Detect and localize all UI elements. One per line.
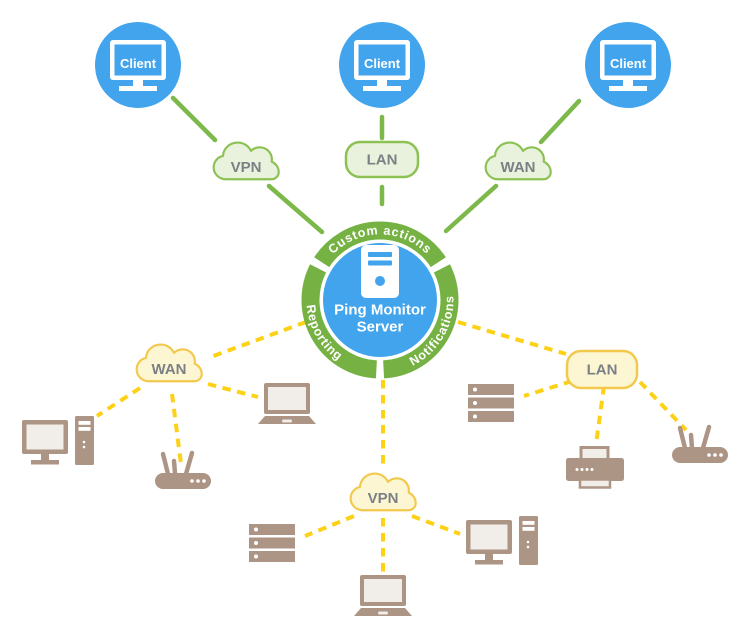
wireless-router-icon-2 xyxy=(672,427,728,463)
server-tower-icon xyxy=(361,245,399,298)
client-label: Client xyxy=(364,56,401,71)
lan-box-top: LAN xyxy=(344,140,420,179)
client-label: Client xyxy=(610,56,647,71)
server-name-line2: Server xyxy=(357,319,404,336)
monitor-icon xyxy=(354,40,410,91)
wan-bottom-label: WAN xyxy=(152,361,187,378)
ring-segment-top xyxy=(314,221,446,268)
monitoring-links xyxy=(95,320,688,573)
wan-cloud-top: WAN xyxy=(484,141,552,181)
server-rack-icon-2 xyxy=(249,524,295,562)
client-label: Client xyxy=(120,56,157,71)
link-wan-server xyxy=(443,183,499,234)
vpn-top-label: VPN xyxy=(231,159,262,176)
link-wan2-laptop xyxy=(207,382,259,399)
monitor-icon xyxy=(110,40,166,91)
link-client3-wan xyxy=(538,98,582,145)
ring-segment-left xyxy=(301,264,378,379)
rounded-box xyxy=(565,349,639,390)
server-circle xyxy=(323,243,437,357)
link-lan2-router xyxy=(638,380,688,432)
server-name-line1: Ping Monitor xyxy=(334,302,426,319)
laptop-icon-2 xyxy=(354,575,412,616)
lan-top-label: LAN xyxy=(367,151,398,168)
monitor-icon xyxy=(600,40,656,91)
ring-segment-right xyxy=(382,264,459,379)
link-client1-vpn xyxy=(170,95,218,143)
wan-top-label: WAN xyxy=(501,159,536,176)
lan-bottom-label: LAN xyxy=(587,361,618,378)
link-vpn-server xyxy=(266,183,325,235)
client-node-2: Client xyxy=(339,22,425,108)
desktop-pc-icon-2 xyxy=(466,516,538,565)
printer-icon xyxy=(566,446,624,489)
server-rack-icon-1 xyxy=(468,384,514,422)
link-server-wan2 xyxy=(207,320,307,360)
link-lan2-printer xyxy=(594,385,606,445)
lan-box-bottom: LAN xyxy=(565,349,639,390)
link-vpn2-desktop xyxy=(411,514,461,536)
link-vpn2-serverrack xyxy=(304,514,355,538)
vpn-cloud-bottom: VPN xyxy=(349,472,417,512)
client-links xyxy=(170,95,582,235)
wireless-router-icon-1 xyxy=(155,453,211,489)
wan-cloud-bottom: WAN xyxy=(135,343,203,383)
rounded-box xyxy=(344,140,420,179)
client-node-3: Client xyxy=(585,22,671,108)
vpn-cloud-top: VPN xyxy=(212,141,280,181)
link-lan2-serverrack xyxy=(523,379,573,398)
ping-monitor-server-badge: Custom actions Reporting Notifications P… xyxy=(301,221,459,379)
desktop-pc-icon-1 xyxy=(22,416,94,465)
laptop-icon-1 xyxy=(258,383,316,424)
link-server-lan2 xyxy=(457,320,567,356)
client-node-1: Client xyxy=(95,22,181,108)
vpn-bottom-label: VPN xyxy=(368,490,399,507)
link-wan2-router xyxy=(170,393,183,465)
link-wan2-desktop xyxy=(95,386,142,418)
